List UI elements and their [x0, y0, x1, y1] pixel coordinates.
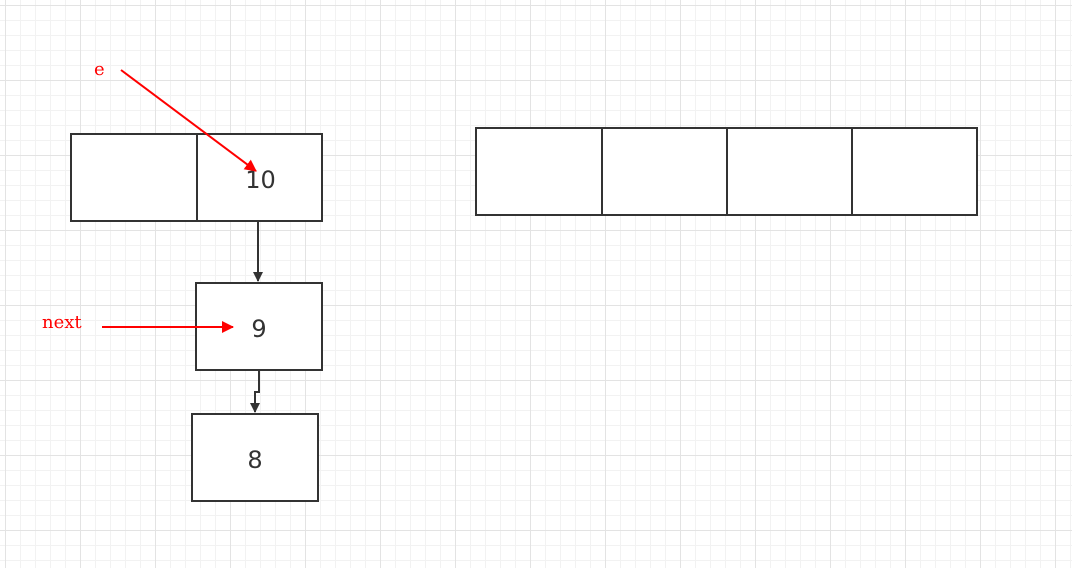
third-node-value: 8 [247, 446, 263, 474]
pointer-label-next: next [42, 312, 82, 333]
array-box [475, 127, 978, 216]
pointer-label-e: e [94, 59, 105, 80]
second-node-value: 9 [251, 315, 267, 343]
head-node: 10 [70, 133, 323, 222]
head-node-value: 10 [245, 166, 276, 194]
link-arrow-second-to-third [250, 371, 260, 413]
array-slot-4 [851, 129, 976, 214]
head-node-value-cell: 10 [196, 135, 323, 220]
array-slot-3 [726, 129, 851, 214]
array-slot-2 [601, 129, 726, 214]
third-node: 8 [191, 413, 319, 502]
second-node: 9 [195, 282, 323, 371]
